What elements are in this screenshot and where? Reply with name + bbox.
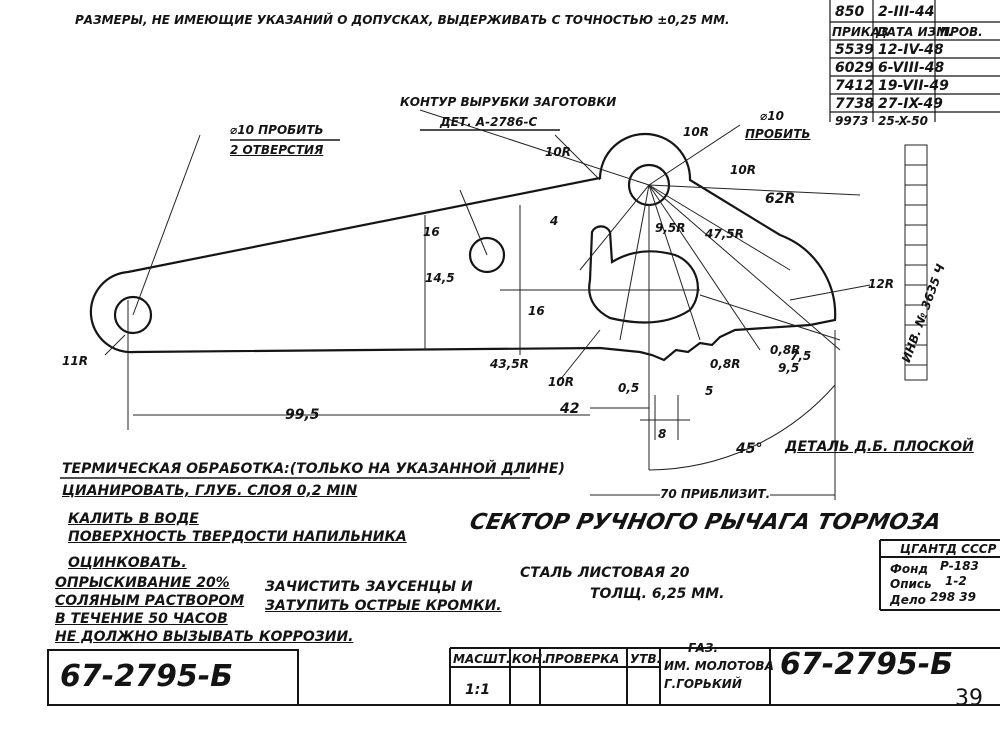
dim-label: 7,5 [790,349,812,363]
dim-label: 10R [683,125,709,139]
archive-fond-label: Фонд [890,562,929,576]
cyaniding-note: ЦИАНИРОВАТЬ, ГЛУБ. СЛОЯ 0,2 MIN [62,483,358,499]
deburr-note: ЗАЧИСТИТЬ ЗАУСЕНЦЫ И [265,579,473,595]
rev-row-date: 6-VIII-48 [878,60,945,76]
rev-top-order: 850 [835,4,865,20]
tb-plant-name: ГАЗ. [688,641,719,655]
archive-opis-label: Опись [890,577,932,591]
quench-note: КАЛИТЬ В ВОДЕ [68,511,199,527]
contour-callout: КОНТУР ВЫРУБКИ ЗАГОТОВКИ [400,95,617,109]
dim-label: 12R [868,277,894,291]
rev-row-order: 5539 [835,42,874,58]
dia10-right-callout: ⌀10 [760,109,784,123]
rev-row-order: 7738 [835,96,874,112]
approx-length: 70 ПРИБЛИЗИТ. [660,487,771,501]
dim-label: 16 [423,225,440,239]
dia10-right-note: ПРОБИТЬ [745,127,811,141]
part-number-right: 67-2795-Б [780,647,954,682]
tb-scale-header: МАСШТ. [453,652,511,666]
dim-label: 16 [528,304,545,318]
dim-label: 42 [560,401,580,417]
dim-label: 10R [548,375,574,389]
spray-note: НЕ ДОЛЖНО ВЫЗЫВАТЬ КОРРОЗИИ. [55,629,354,645]
dim-label: 0,5 [618,381,640,395]
rev-row-date: 27-IX-49 [878,96,943,112]
dim-label: 4 [550,214,559,228]
spray-note: ОПРЫСКИВАНИЕ 20% [55,575,230,591]
zinc-note: ОЦИНКОВАТЬ. [68,555,187,571]
rev-row-date: 25-X-50 [878,114,928,128]
flat-detail-note: ДЕТАЛЬ Д.Б. ПЛОСКОЙ [785,439,974,455]
archive-opis-value: 1-2 [945,574,967,588]
dim-label: 10R [545,145,571,159]
dim-label: 99,5 [285,407,320,423]
drawing-title: СЕКТОР РУЧНОГО РЫЧАГА ТОРМОЗА [467,510,944,535]
thickness-line: ТОЛЩ. 6,25 ММ. [590,586,725,602]
archive-fond-value: Р-183 [940,559,979,573]
dim-label: 10R [730,163,756,177]
heat-treatment-note: ТЕРМИЧЕСКАЯ ОБРАБОТКА:(ТОЛЬКО НА УКАЗАНН… [62,461,565,477]
dim-label: 0,8R [710,357,741,371]
dim-label: 47,5R [705,227,744,241]
rev-top-date: 2-III-44 [878,4,935,20]
tb-plant-name: ИМ. МОЛОТОВА [664,659,774,673]
spray-note: СОЛЯНЫМ РАСТВОРОМ [55,593,245,609]
rev-row-order: 7412 [835,78,874,94]
dim-label: 14,5 [425,271,455,285]
contour-detail-ref: ДЕТ. А-2786-С [440,115,538,129]
hardness-note: ПОВЕРХНОСТЬ ТВЕРДОСТИ НАПИЛЬНИКА [68,529,407,545]
hole-middle [468,236,506,274]
general-tolerance-note: РАЗМЕРЫ, НЕ ИМЕЮЩИЕ УКАЗАНИЙ О ДОПУСКАХ,… [75,13,730,27]
dim-label: 43,5R [490,357,529,371]
rev-row-date: 12-IV-48 [878,42,944,58]
part-number-left: 67-2795-Б [60,659,234,694]
archive-delo-label: Дело [890,593,926,607]
tb-approve-header: УТВ. [630,652,662,666]
hole-left [113,295,153,335]
dim-label: 5 [705,384,714,398]
tb-plant-city: Г.ГОРЬКИЙ [664,677,742,691]
rev-header-order: ПРИКАЗ [832,25,889,39]
tb-scale-value: 1:1 [465,682,491,698]
dim-label: 9,5 [778,361,800,375]
dim-label: 62R [765,191,796,207]
material-line: СТАЛЬ ЛИСТОВАЯ 20 [520,565,690,581]
rev-row-date: 19-VII-49 [878,78,949,94]
deburr-note: ЗАТУПИТЬ ОСТРЫЕ КРОМКИ. [265,598,502,614]
spray-note: В ТЕЧЕНИЕ 50 ЧАСОВ [55,611,228,627]
part-outline [89,132,837,362]
archive-stamp: ЦГАНТД СССР [900,542,997,556]
archive-delo-value: 298 39 [930,590,976,604]
dim-label: 0,8R [770,343,801,357]
rev-row-order: 6029 [835,60,874,76]
dim-label: 9,5R [655,221,686,235]
dim-label: 11R [62,354,88,368]
rev-row-order: 9973 [835,114,869,128]
dim-label: 45° [736,441,763,457]
rev-header-check: ПРОВ. [940,25,983,39]
rev-header-date: ДАТА ИЗМ. [876,25,953,39]
holes-callout: ⌀10 ПРОБИТЬ [230,123,324,137]
dim-label: 8 [658,427,667,441]
tb-con-header: КОН. [512,652,547,666]
inner-slot [588,225,700,324]
tb-check-header: ПРОВЕРКА [545,652,620,666]
holes-callout-count: 2 ОТВЕРСТИЯ [230,143,324,157]
sheet-number: 39 [955,686,983,711]
